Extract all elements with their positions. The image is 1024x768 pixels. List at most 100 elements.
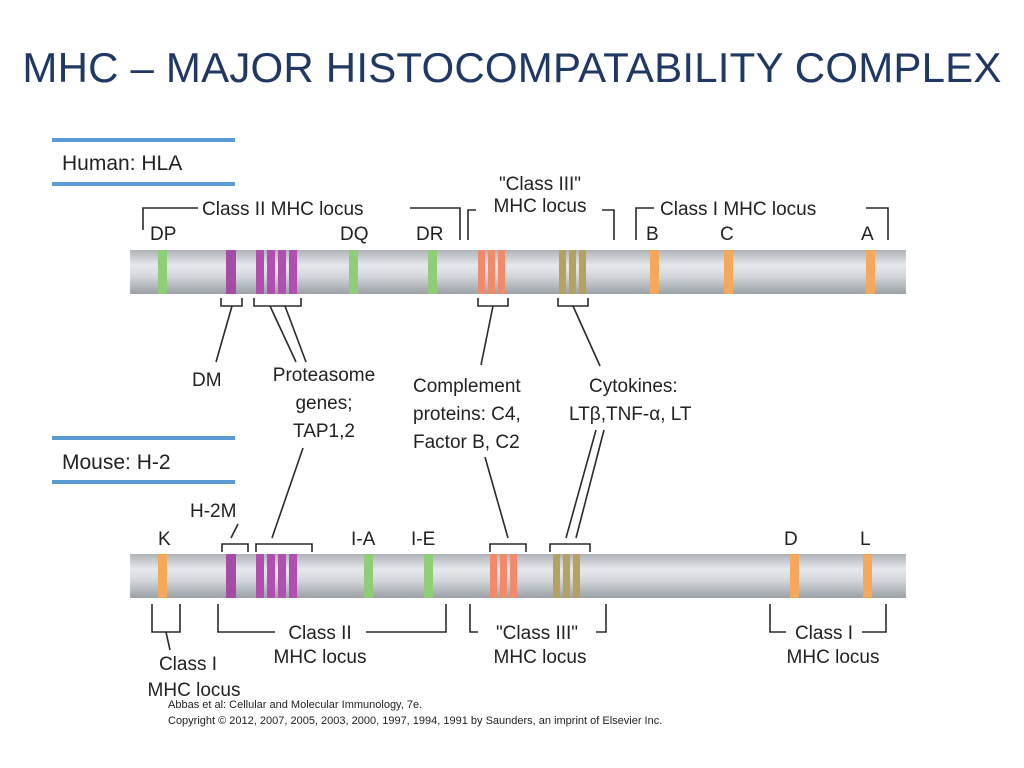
human-proteasome-leader-1	[269, 305, 297, 363]
mouse-cytokine-leader-1	[565, 429, 597, 539]
human-band-proteasome-3	[278, 250, 286, 294]
gene-label-b: B	[646, 224, 659, 245]
human-complement-bracket	[477, 298, 509, 307]
human-band-proteasome-1	[256, 250, 264, 294]
mouse-band-cytokine-1	[553, 554, 560, 598]
gene-label-d: D	[784, 529, 798, 550]
mouse-band-ie	[424, 554, 433, 598]
slide-title: MHC – MAJOR HISTOCOMPATABILITY COMPLEX	[22, 44, 1002, 91]
mouse-species-box: Mouse: H-2	[52, 436, 235, 484]
mouse-class-i-right-bracket-left	[769, 604, 786, 633]
human-band-proteasome-4	[289, 250, 297, 294]
mouse-band-complement-2	[500, 554, 507, 598]
proteasome-label-2: genes;	[295, 393, 352, 414]
species-box-bottom-border	[52, 480, 235, 484]
mouse-class-i-right-bracket-right	[862, 604, 887, 633]
mouse-class-i-left-leader	[165, 631, 171, 651]
mouse-proteasome-bracket	[255, 543, 313, 552]
mouse-class-ii-label-2: MHC locus	[274, 647, 367, 668]
human-band-dq	[349, 250, 358, 294]
mouse-cytokine-leader-2	[575, 429, 605, 539]
human-class-ii-bracket-right	[410, 207, 461, 240]
human-class-i-locus-label: Class I MHC locus	[660, 199, 816, 220]
proteasome-label-3: TAP1,2	[293, 421, 355, 442]
mouse-band-h2m	[226, 554, 236, 598]
mouse-bottom-brackets	[151, 604, 887, 651]
human-band-complement-1	[478, 250, 485, 294]
human-band-dp	[158, 250, 167, 294]
human-band-proteasome-2	[267, 250, 275, 294]
credit-line-2: Copyright © 2012, 2007, 2005, 2003, 2000…	[168, 715, 662, 727]
mouse-complement-leader-1	[484, 456, 509, 539]
mouse-class-i-right-label-2: MHC locus	[787, 647, 880, 668]
human-band-complement-2	[488, 250, 495, 294]
human-class-iii-label-2: MHC locus	[494, 196, 587, 217]
human-band-cytokine-2	[569, 250, 576, 294]
human-cytokine-leader	[572, 305, 601, 367]
human-species-box: Human: HLA	[52, 138, 235, 186]
mouse-band-proteasome-4	[289, 554, 297, 598]
human-class-iii-bracket-right	[602, 209, 615, 240]
mouse-proteasome-leader	[271, 447, 304, 539]
species-box-top-border	[52, 436, 235, 440]
human-band-cytokine-1	[559, 250, 566, 294]
human-band-c	[724, 250, 733, 294]
mouse-class-i-left-bracket	[151, 604, 181, 633]
mouse-band-ia	[364, 554, 373, 598]
mouse-class-ii-bracket-right	[366, 604, 447, 633]
mouse-class-iii-bracket-right	[596, 604, 607, 633]
human-band-complement-3	[498, 250, 505, 294]
human-chromosome	[130, 250, 906, 294]
mouse-band-complement-3	[510, 554, 517, 598]
human-dm-leader	[215, 305, 233, 363]
mouse-band-complement-1	[490, 554, 497, 598]
human-chromosome-bar	[130, 250, 906, 294]
mouse-class-ii-bracket-left	[217, 604, 275, 633]
species-box-bottom-border	[52, 182, 235, 186]
gene-label-l: L	[860, 529, 871, 550]
human-cytokine-bracket	[557, 298, 589, 307]
mouse-band-k	[158, 554, 167, 598]
mouse-species-label: Mouse: H-2	[62, 451, 171, 474]
cytokines-label-2: LTβ,TNF-α, LT	[569, 404, 692, 425]
human-complement-leader	[480, 305, 494, 366]
complement-label-1: Complement	[413, 376, 521, 397]
mouse-band-l	[863, 554, 872, 598]
mouse-h2m-leader	[230, 523, 239, 539]
mouse-h2m-bracket	[221, 543, 249, 552]
mouse-chromosome-bar	[130, 554, 906, 598]
mouse-band-d	[790, 554, 799, 598]
gene-label-h2m: H-2M	[190, 501, 236, 522]
human-locus-brackets	[142, 207, 889, 240]
complement-label-3: Factor B, C2	[413, 432, 520, 453]
gene-label-ia: I-A	[351, 529, 376, 550]
mouse-class-iii-bracket-left	[469, 604, 478, 633]
mouse-class-i-left-label-1: Class I	[159, 654, 217, 675]
mouse-class-iii-label-2: MHC locus	[494, 647, 587, 668]
human-class-iii-bracket-left	[467, 209, 476, 240]
mouse-class-i-right-label-1: Class I	[795, 623, 853, 644]
human-proteasome-leader-2	[284, 305, 307, 363]
human-leader-lines	[215, 298, 601, 367]
complement-label-2: proteins: C4,	[413, 404, 521, 425]
mouse-class-ii-label-1: Class II	[288, 623, 351, 644]
mouse-leader-lines	[230, 429, 605, 539]
mouse-complement-bracket	[489, 543, 527, 552]
mouse-chromosome	[130, 554, 906, 598]
mouse-top-brackets	[221, 543, 591, 552]
human-species-label: Human: HLA	[62, 152, 182, 175]
human-proteasome-bracket	[253, 298, 302, 307]
gene-label-dq: DQ	[340, 224, 369, 245]
gene-label-a: A	[861, 224, 874, 245]
mouse-band-proteasome-3	[278, 554, 286, 598]
mouse-band-proteasome-1	[256, 554, 264, 598]
human-band-b	[650, 250, 659, 294]
gene-label-ie: I-E	[411, 529, 435, 550]
mouse-band-cytokine-2	[563, 554, 570, 598]
human-band-a	[866, 250, 875, 294]
mouse-band-proteasome-2	[267, 554, 275, 598]
human-class-ii-locus-label: Class II MHC locus	[202, 199, 364, 220]
gene-label-c: C	[720, 224, 734, 245]
human-dm-bracket	[220, 298, 243, 307]
